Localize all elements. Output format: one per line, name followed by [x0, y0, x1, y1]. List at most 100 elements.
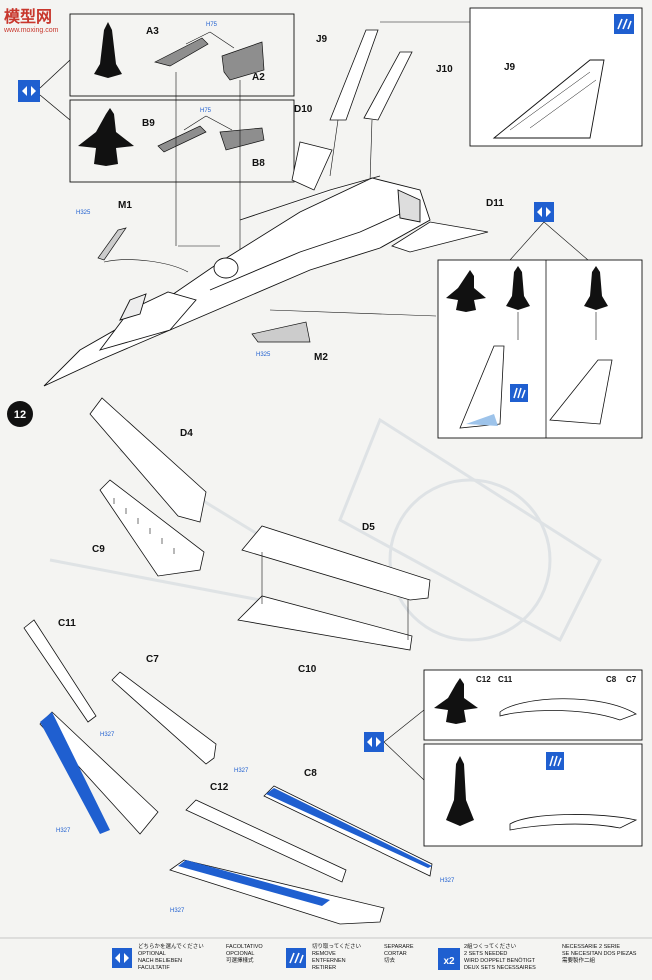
part-c10 — [237, 595, 413, 651]
part-c7 — [111, 671, 217, 765]
part-m2 — [251, 321, 311, 343]
label-m2: M2 — [314, 352, 328, 363]
part-m1 — [97, 227, 127, 261]
svg-text:NACH BELIEBEN: NACH BELIEBEN — [138, 958, 182, 964]
watermark-url: www.moxing.com — [4, 27, 59, 34]
paint-h325-m2: H325 — [256, 352, 271, 358]
fin-j9-detail — [492, 59, 605, 139]
label-j10: J10 — [436, 64, 453, 75]
watermark-logo: 模型网 www.moxing.com — [4, 3, 58, 34]
svg-text:REMOVE: REMOVE — [312, 951, 336, 957]
svg-text:ENTFERNEN: ENTFERNEN — [312, 958, 346, 964]
label-b8: B8 — [252, 158, 265, 169]
silhouette-swept-3 — [446, 756, 474, 826]
flap-profile-open — [499, 698, 637, 721]
label-c8-detail: C8 — [606, 675, 617, 684]
remove-icon-fin — [510, 384, 528, 402]
svg-text:どちらかを選んでください: どちらかを選んでください — [138, 942, 204, 950]
label-c7: C7 — [146, 654, 159, 665]
legend-x2-icon — [438, 948, 460, 970]
svg-text:NECESSARIE 2 SERIE: NECESSARIE 2 SERIE — [562, 944, 620, 950]
fin-option-b — [549, 359, 613, 425]
silhouette-open-1 — [446, 270, 486, 312]
label-c11-detail: C11 — [498, 675, 513, 684]
legend-optional-icon — [112, 948, 132, 968]
label-j9: J9 — [316, 34, 328, 45]
part-d10 — [291, 141, 333, 191]
legend-optional-text: どちらかを選んでください OPTIONAL NACH BELIEBEN FACU… — [138, 942, 263, 971]
label-c9: C9 — [92, 544, 105, 555]
label-c12-detail: C12 — [476, 675, 491, 684]
silhouette-swept-2 — [584, 266, 608, 310]
tomcat-silhouette-wings-swept — [94, 22, 122, 78]
label-d10: D10 — [294, 104, 313, 115]
svg-text:RETIRER: RETIRER — [312, 965, 336, 971]
part-b9 — [157, 125, 207, 153]
label-b9: B9 — [142, 118, 155, 129]
svg-text:WIRD DOPPELT BENÖTIGT: WIRD DOPPELT BENÖTIGT — [464, 957, 536, 964]
svg-text:可選擇樣式: 可選擇樣式 — [226, 956, 254, 964]
label-j9-detail: J9 — [504, 62, 516, 73]
legend-remove-icon — [286, 948, 306, 968]
paint-h327-c7: H327 — [234, 768, 249, 774]
label-c7-detail: C7 — [626, 675, 637, 684]
optional-icon — [18, 80, 40, 102]
svg-text:FACOLTATIVO: FACOLTATIVO — [226, 944, 263, 950]
svg-text:需要製作二組: 需要製作二組 — [562, 956, 596, 964]
flap-profile-closed — [509, 814, 638, 831]
step-number-badge — [7, 401, 33, 427]
part-a2 — [221, 41, 265, 81]
svg-text:SE NECESITAN DOS PIEZAS: SE NECESITAN DOS PIEZAS — [562, 951, 637, 957]
label-a3: A3 — [146, 26, 159, 37]
svg-text:CORTAR: CORTAR — [384, 951, 407, 957]
part-j10 — [363, 51, 413, 121]
silhouette-swept-1 — [506, 266, 530, 310]
part-c9 — [99, 479, 205, 577]
svg-text:FACULTATIF: FACULTATIF — [138, 965, 170, 971]
part-d4 — [89, 397, 207, 523]
svg-text:切去: 切去 — [384, 956, 396, 964]
legend-remove-text: 切り取ってください REMOVE ENTFERNEN RETIRER SEPAR… — [312, 943, 414, 971]
svg-text:OPCIONAL: OPCIONAL — [226, 951, 254, 957]
label-m1: M1 — [118, 200, 132, 211]
option-box-a — [69, 13, 295, 97]
part-d11 — [391, 221, 489, 253]
paint-h327-c9l: H327 — [56, 828, 71, 834]
silhouette-open-2 — [434, 678, 478, 724]
svg-text:DEUX SETS NECESSAIRES: DEUX SETS NECESSAIRES — [464, 965, 536, 971]
step-number: 12 — [14, 409, 26, 421]
blue-strip-left — [40, 712, 110, 834]
fin-option-a — [459, 345, 505, 429]
paint-h75-b: H75 — [200, 108, 212, 114]
paint-h327-c11: H327 — [100, 732, 115, 738]
svg-text:SEPARARE: SEPARARE — [384, 944, 414, 950]
part-d5 — [241, 525, 431, 601]
option-box-b — [69, 99, 295, 183]
paint-h325-m1: H325 — [76, 210, 91, 216]
optional-icon-bottom — [364, 732, 384, 752]
part-c12 — [185, 799, 347, 883]
label-c10: C10 — [298, 664, 317, 675]
svg-text:2 SETS NEEDED: 2 SETS NEEDED — [464, 951, 507, 957]
paint-h75-a: H75 — [206, 22, 218, 28]
label-c8: C8 — [304, 768, 317, 779]
part-c11 — [23, 619, 97, 723]
label-d5: D5 — [362, 522, 375, 533]
svg-text:OPTIONAL: OPTIONAL — [138, 951, 166, 957]
optional-icon-right — [534, 202, 554, 222]
part-b8 — [219, 127, 265, 151]
svg-text:2組つくってください: 2組つくってください — [464, 942, 517, 950]
label-d4: D4 — [180, 428, 193, 439]
legend-two-sets-text: 2組つくってください 2 SETS NEEDED WIRD DOPPELT BE… — [464, 942, 637, 971]
part-j9 — [329, 29, 379, 121]
label-c12: C12 — [210, 782, 229, 793]
legend-x2-label: x2 — [443, 956, 455, 967]
paint-h327-c8: H327 — [440, 878, 455, 884]
watermark-brand: 模型网 — [4, 9, 53, 26]
remove-icon-flap — [546, 752, 564, 770]
label-c11: C11 — [58, 618, 76, 629]
label-a2: A2 — [252, 72, 265, 83]
